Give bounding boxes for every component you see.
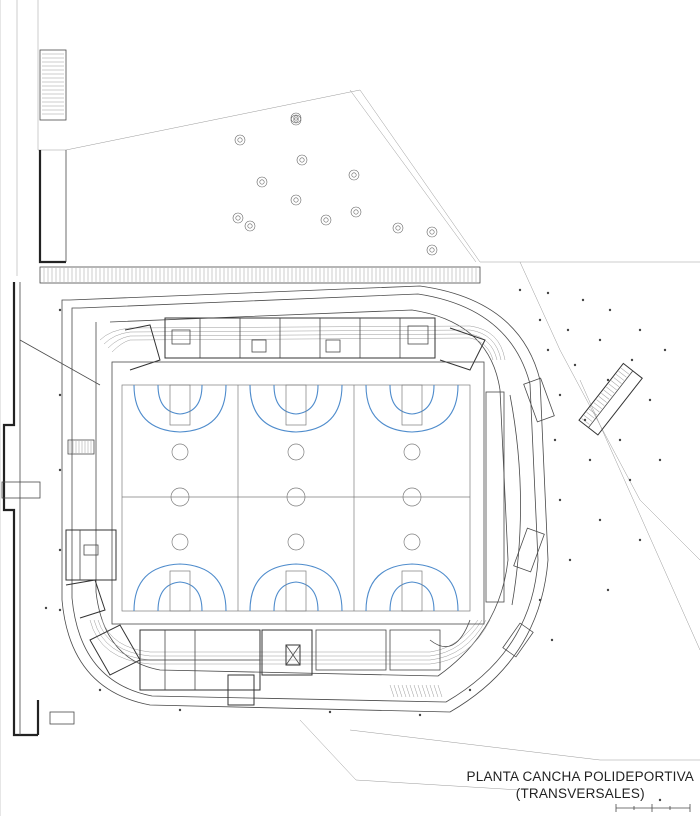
south-rooms [89,619,471,706]
title-line-2: (TRANSVERSALES) [515,786,645,801]
tree-icon [290,112,302,124]
tree-icon [234,134,246,146]
center-circle [170,487,190,507]
drawing-title: PLANTA CANCHA POLIDEPORTIVA (TRANSVERSAL… [467,768,694,802]
tree-icon [320,214,332,226]
center-circle [402,487,422,507]
key-area [285,384,307,426]
tree-icon [426,244,438,256]
free-throw-circle [171,533,189,551]
title-line-1: PLANTA CANCHA POLIDEPORTIVA [466,769,694,784]
key-area [169,570,191,612]
free-throw-circle [287,443,305,461]
west-facade [1,282,101,737]
three-point-line [133,384,227,433]
tree-icon [426,226,438,238]
free-throw-circle [403,443,421,461]
north-rooms [124,317,486,371]
upper-stair-block [39,49,67,121]
three-point-line [249,563,343,612]
north-wall [38,150,67,264]
tree-icon [392,222,404,234]
tree-icon [290,114,302,126]
three-point-line [365,563,459,612]
key-area [169,384,191,426]
tree-icon [256,176,268,188]
west-rooms [65,439,117,619]
east-gallery [485,377,555,658]
three-point-line [249,384,343,433]
free-throw-circle [287,533,305,551]
sports-court-area [111,361,485,625]
north-ramp [39,266,481,284]
key-area [401,570,423,612]
trees [232,112,438,256]
tree-icon [348,169,360,181]
east-pavilion [578,362,643,436]
key-area [285,570,307,612]
three-point-line [133,563,227,612]
free-throw-circle [171,443,189,461]
seating-tiers [89,325,506,665]
tree-icon [350,206,362,218]
columns [44,288,667,802]
three-point-line [365,384,459,433]
tree-icon [290,194,302,206]
tree-icon [296,154,308,166]
free-throw-circle [403,533,421,551]
key-area [401,384,423,426]
center-circle [286,487,306,507]
tree-icon [244,220,256,232]
tree-icon [232,212,244,224]
scale-bar [615,804,691,812]
